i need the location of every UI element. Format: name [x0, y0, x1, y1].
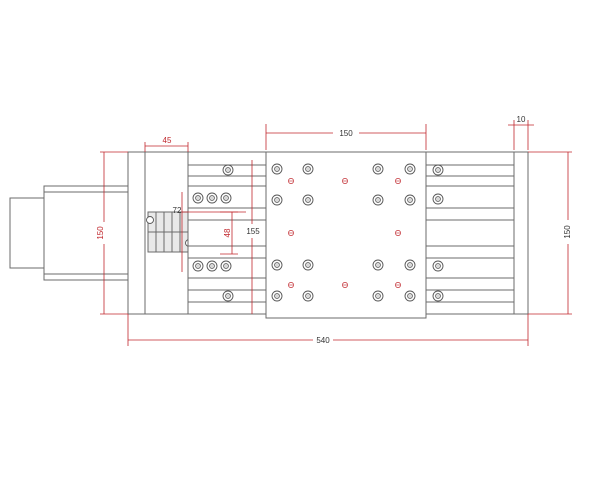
- dimension-end-block-width: 10: [508, 115, 534, 150]
- rail-bolts-left: [192, 164, 234, 302]
- dimension-left-height: 150: [96, 151, 128, 315]
- bolt-core: [305, 197, 311, 203]
- dimension-label: 72: [173, 206, 182, 215]
- dimension-motor-block-width: 45: [144, 136, 189, 152]
- rail-bolts-right: [432, 164, 444, 302]
- dimension-plate-width: 150: [265, 124, 427, 150]
- bolt-core: [407, 166, 413, 172]
- motor-body: [43, 185, 129, 281]
- dimension-mount-height: 48: [220, 211, 238, 255]
- dimension-right-height: 150: [528, 151, 572, 315]
- bolt-core: [375, 293, 381, 299]
- threaded-holes: [288, 178, 401, 288]
- dimension-label: 150: [96, 226, 105, 240]
- bolt-core: [305, 293, 311, 299]
- bolt-core: [375, 166, 381, 172]
- carriage-plate: [265, 151, 427, 319]
- bolt-core: [407, 293, 413, 299]
- bolt-core: [225, 167, 231, 173]
- dimension-total-length: 540: [127, 314, 529, 346]
- left-end-block: [127, 151, 193, 315]
- bolt-core: [195, 263, 201, 269]
- dimension-inner-height: 155: [246, 160, 260, 314]
- bolt-core: [375, 197, 381, 203]
- bolt-core: [305, 262, 311, 268]
- right-end-block: [513, 151, 529, 315]
- bolt-core: [195, 195, 201, 201]
- bolt-core: [435, 167, 441, 173]
- bolt-core: [209, 263, 215, 269]
- dimension-label: 45: [163, 136, 172, 145]
- bolt-core: [435, 263, 441, 269]
- bolt-core: [223, 195, 229, 201]
- bolt-core: [305, 166, 311, 172]
- bolt-core: [225, 293, 231, 299]
- bolt-icon: [146, 216, 154, 224]
- dimension-label: 150: [339, 129, 353, 138]
- dimension-label: 155: [246, 227, 260, 236]
- bolt-core: [274, 166, 280, 172]
- motor-body-rear: [9, 197, 45, 269]
- dimension-label: 10: [517, 115, 526, 124]
- bolt-core: [274, 197, 280, 203]
- bolt-core: [223, 263, 229, 269]
- bolt-core: [407, 262, 413, 268]
- bolt-core: [435, 293, 441, 299]
- bolt-core: [375, 262, 381, 268]
- bolt-core: [407, 197, 413, 203]
- stepper-motor: [9, 185, 129, 281]
- bolt-core: [274, 262, 280, 268]
- left-end-plate: [127, 151, 146, 315]
- dimension-label: 48: [223, 228, 232, 237]
- dimension-label: 540: [316, 336, 330, 345]
- bolt-core: [435, 196, 441, 202]
- dimension-label: 150: [563, 225, 572, 239]
- bolt-core: [274, 293, 280, 299]
- bolt-core: [209, 195, 215, 201]
